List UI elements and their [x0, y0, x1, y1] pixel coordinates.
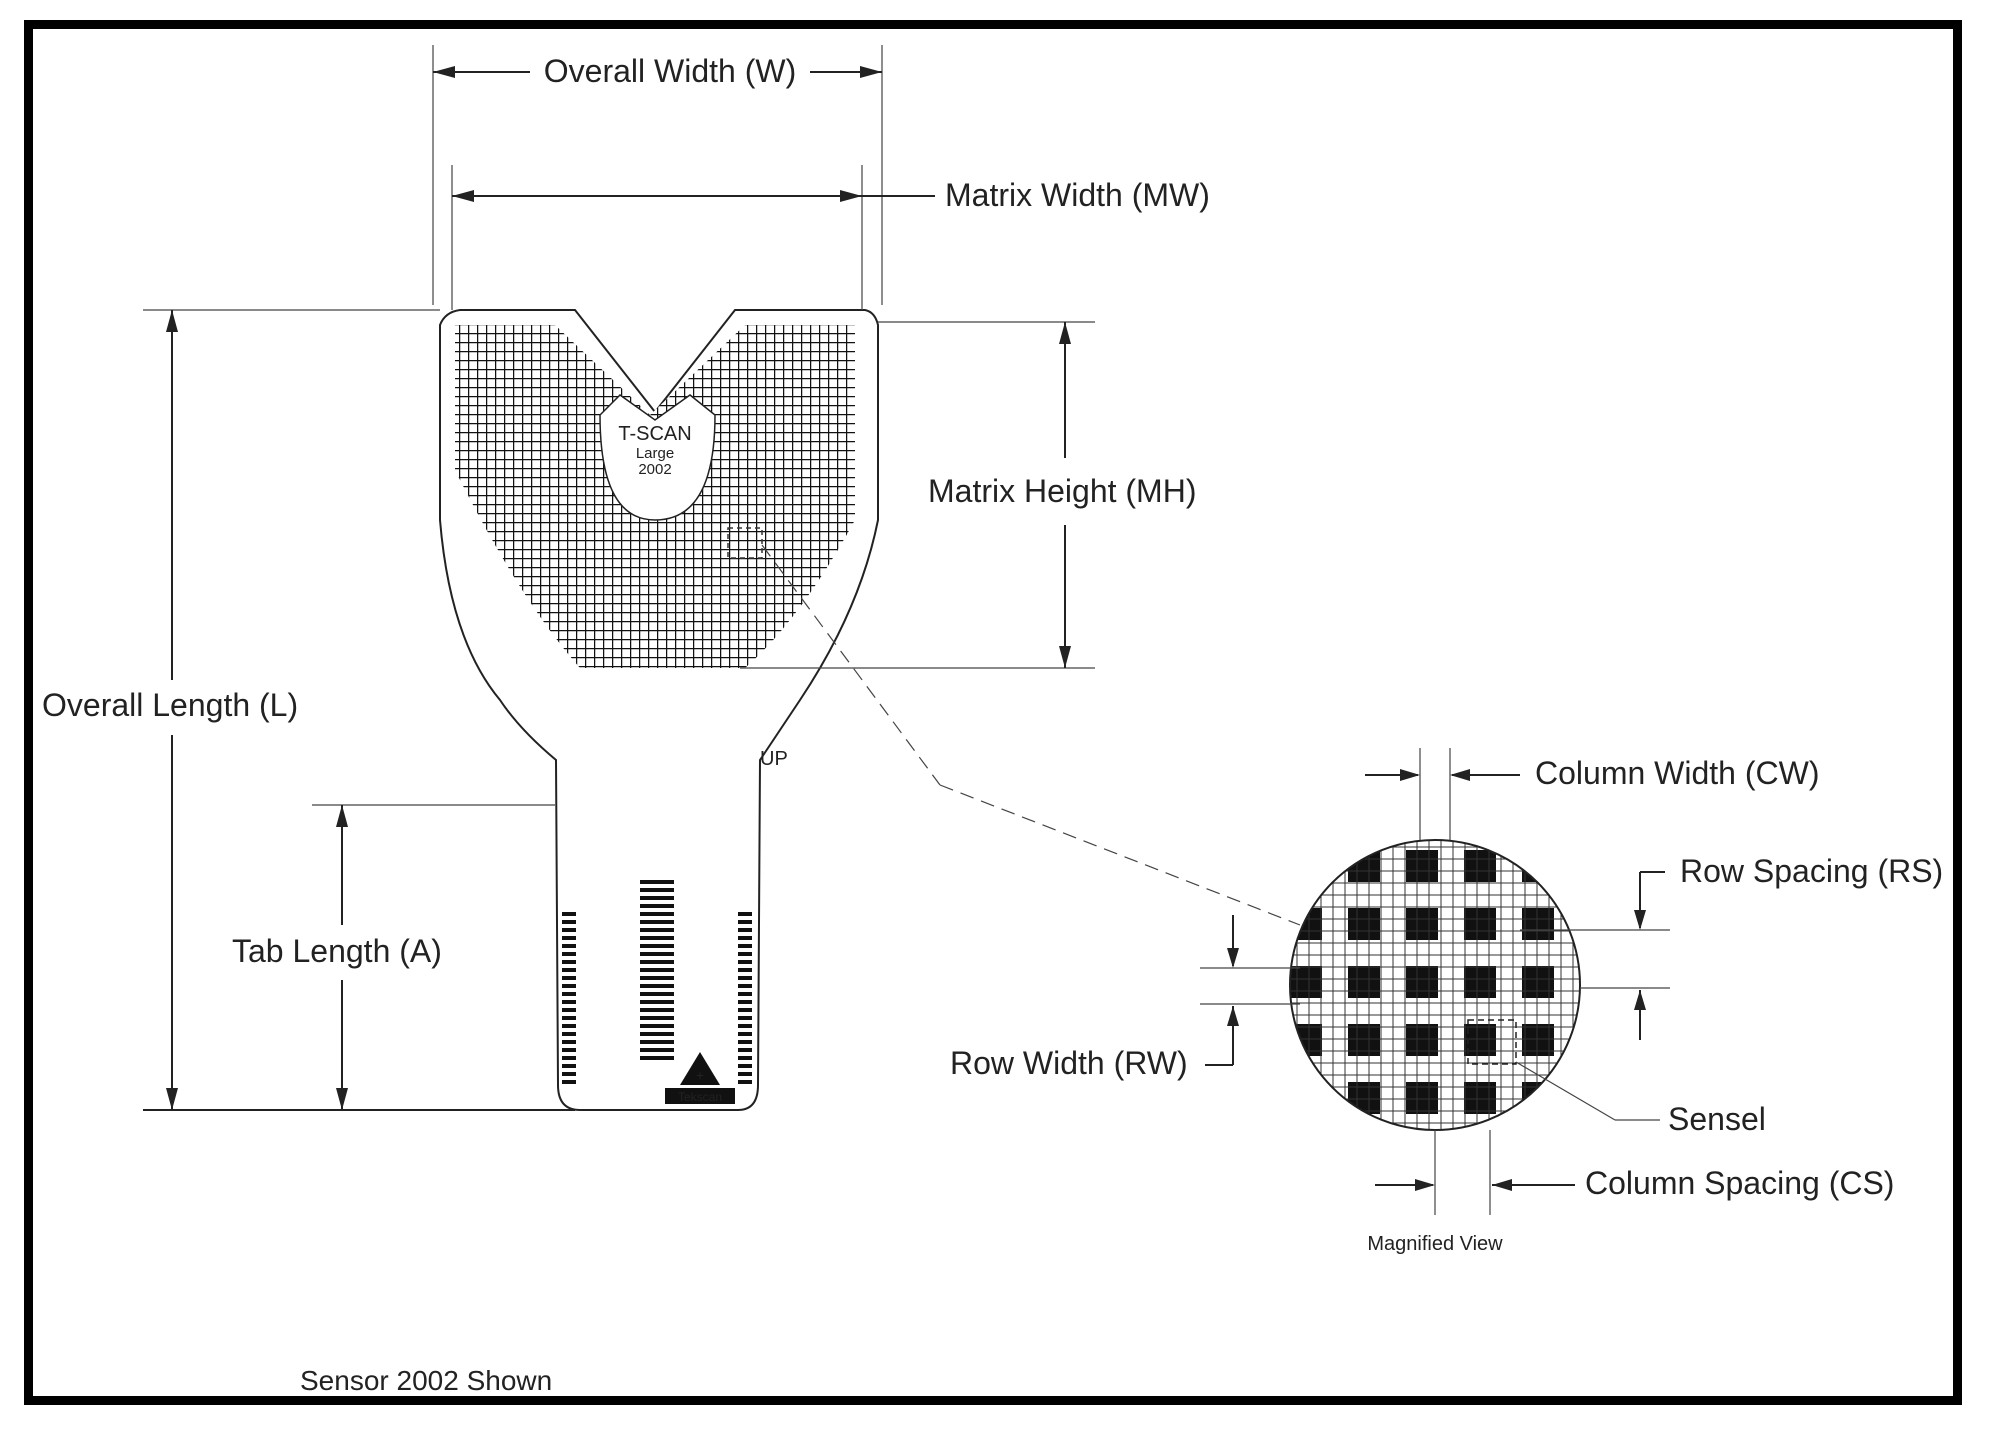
magnified-grid: [1290, 840, 1580, 1130]
sensel-label: Sensel: [1668, 1101, 1766, 1137]
tab-strip-center: [640, 878, 674, 1063]
sensel-square: [1348, 908, 1380, 940]
sensel-square: [1406, 850, 1438, 882]
tab-strip-right: [738, 912, 752, 1087]
sensel-square: [1464, 966, 1496, 998]
sensel-square: [1580, 1024, 1612, 1056]
overall-width-label: Overall Width (W): [544, 53, 796, 89]
up-mark: UP: [760, 748, 788, 770]
sensel-square: [1580, 966, 1612, 998]
magnified-view: [1290, 840, 1612, 1172]
sensel-square: [1406, 1140, 1438, 1172]
sensel-square: [1290, 966, 1322, 998]
overall-length-label: Overall Length (L): [42, 687, 298, 723]
column-spacing-label: Column Spacing (CS): [1585, 1165, 1894, 1201]
sensel-square: [1522, 1140, 1554, 1172]
magnified-view-label: Magnified View: [1367, 1233, 1503, 1255]
sensor-brand-text: T-SCAN: [618, 423, 691, 445]
sensel-square: [1348, 1140, 1380, 1172]
sensel-square: [1348, 966, 1380, 998]
sensel-square: [1406, 908, 1438, 940]
diagram-frame: [24, 20, 1962, 1405]
tab-strip-left: [562, 912, 576, 1087]
matrix-label-area: [599, 394, 716, 521]
sensel-highlight-box: [1467, 1019, 1517, 1065]
sensor-caption: Sensor 2002 Shown: [300, 1365, 552, 1396]
matrix-height-label: Matrix Height (MH): [928, 473, 1196, 509]
sensor-sub1-text: Large: [636, 445, 674, 462]
sensel-square: [1290, 1140, 1322, 1172]
sensel-square: [1464, 1140, 1496, 1172]
sensel-square: [1290, 908, 1322, 940]
tekscan-logo-icon: + Tekscan: [665, 1052, 735, 1104]
row-spacing-label: Row Spacing (RS): [1680, 853, 1943, 889]
svg-text:+: +: [696, 1067, 704, 1083]
sensel-square: [1464, 850, 1496, 882]
sensel-square: [1580, 908, 1612, 940]
sensel-square: [1290, 850, 1322, 882]
sensel-square: [1406, 966, 1438, 998]
column-width-label: Column Width (CW): [1535, 755, 1819, 791]
tab-length-label: Tab Length (A): [232, 933, 442, 969]
sensel-square: [1290, 1082, 1322, 1114]
sensel-square: [1522, 850, 1554, 882]
tekscan-logo-text: Tekscan: [678, 1090, 722, 1104]
matrix-width-label: Matrix Width (MW): [945, 177, 1210, 213]
row-width-label: Row Width (RW): [950, 1045, 1188, 1081]
magnify-source-box: [727, 527, 763, 559]
sensor-sub2-text: 2002: [638, 461, 671, 478]
sensel-square: [1580, 850, 1612, 882]
sensel-square: [1464, 908, 1496, 940]
